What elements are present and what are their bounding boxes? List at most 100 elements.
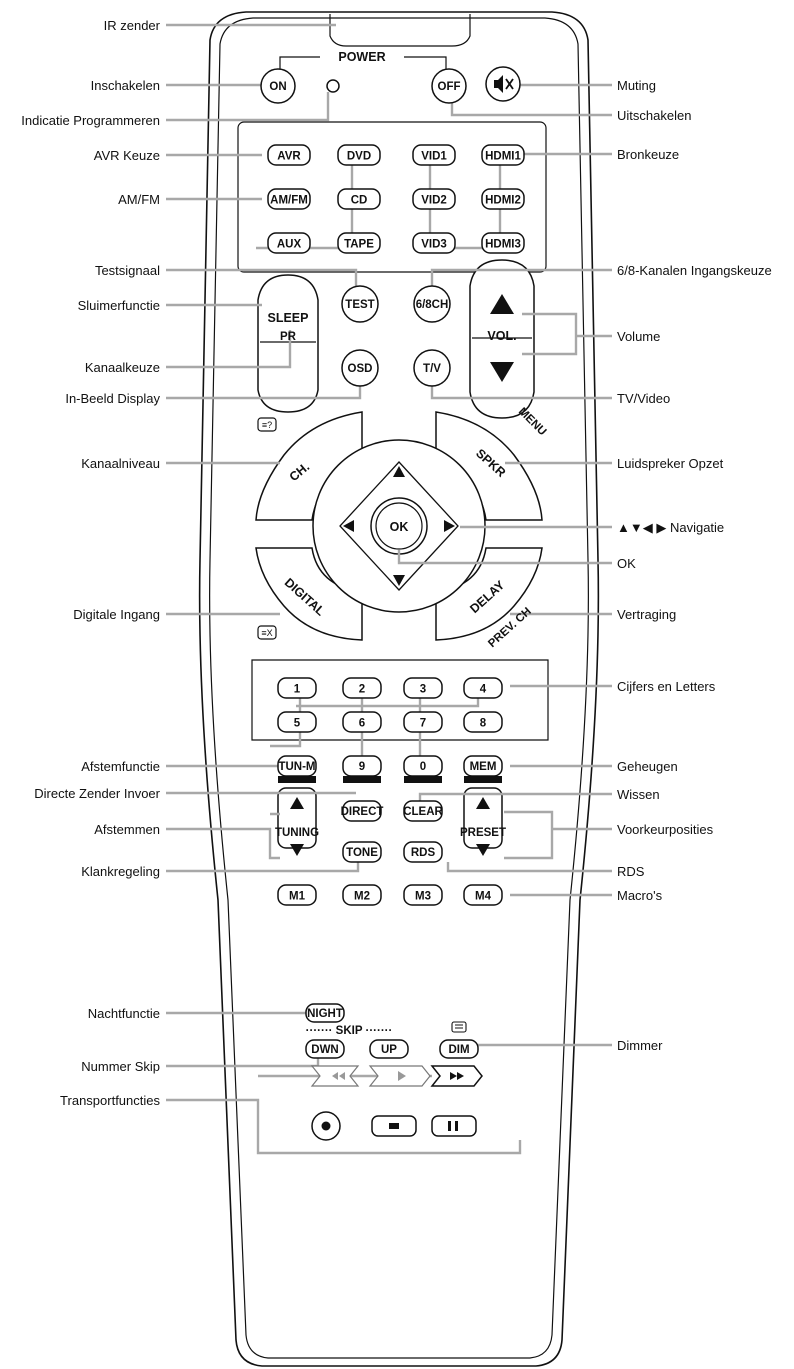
source-hdmi1-label: HDMI1 (485, 151, 521, 163)
up-button[interactable] (369, 1039, 409, 1059)
label-afstemfunctie: Afstemfunctie (81, 759, 160, 774)
source-avr-button[interactable] (267, 144, 311, 166)
test-button[interactable] (341, 285, 379, 323)
source-am-fm-button[interactable] (267, 188, 311, 210)
source-cd-button[interactable] (337, 188, 381, 210)
macro-m1-label: M1 (289, 891, 306, 903)
color-strip (343, 776, 381, 783)
label-nachtfunctie: Nachtfunctie (88, 1006, 160, 1021)
digit-8-button[interactable] (463, 711, 503, 733)
source-hdmi3-button[interactable] (481, 232, 525, 254)
sleep-label: SLEEP (268, 311, 309, 325)
label-kanaalniveau: Kanaalniveau (81, 456, 160, 471)
digit-9-button[interactable] (342, 755, 382, 777)
osd-button[interactable] (341, 349, 379, 387)
digit-1-button[interactable] (277, 677, 317, 699)
off-label: OFF (438, 81, 461, 93)
dim-button[interactable] (439, 1039, 479, 1059)
vol-down-icon[interactable] (490, 362, 514, 382)
tun-m-label: TUN-M (278, 761, 315, 773)
direct-button[interactable] (342, 800, 382, 822)
nav-up-icon[interactable] (393, 466, 405, 477)
night-button[interactable] (305, 1003, 345, 1023)
vol-up-icon[interactable] (490, 294, 514, 314)
macro-m2-button[interactable] (342, 884, 382, 906)
pause-button[interactable] (431, 1115, 477, 1137)
preset-label: PRESET (460, 827, 506, 839)
digit-6-button[interactable] (342, 711, 382, 733)
macro-m4-label: M4 (475, 891, 492, 903)
exit-icon: ≡X (257, 625, 277, 640)
tv-video-button[interactable] (413, 349, 451, 387)
label-indicatie-programmeren: Indicatie Programmeren (21, 113, 160, 128)
tuning-up-icon[interactable] (290, 797, 304, 809)
label-in-beeld-display: In-Beeld Display (65, 391, 160, 406)
digit-5-button[interactable] (277, 711, 317, 733)
nav-down-icon[interactable] (393, 575, 405, 586)
clear-button[interactable] (403, 800, 443, 822)
tuning-label: TUNING (275, 827, 319, 839)
source-vid3-button[interactable] (412, 232, 456, 254)
digit-4-button[interactable] (463, 677, 503, 699)
nav-left-icon[interactable] (343, 520, 354, 532)
macro-m4-button[interactable] (463, 884, 503, 906)
source-aux-button[interactable] (267, 232, 311, 254)
dwn-button[interactable] (305, 1039, 345, 1059)
rds-button[interactable] (403, 841, 443, 863)
digit-3-button[interactable] (403, 677, 443, 699)
digit-4-label: 4 (480, 684, 487, 696)
source-panel (237, 121, 547, 273)
color-strip (278, 776, 316, 783)
source-hdmi1-button[interactable] (481, 144, 525, 166)
tun-m-button[interactable] (277, 755, 317, 777)
source-vid2-button[interactable] (412, 188, 456, 210)
svg-text:≡X: ≡X (261, 628, 272, 638)
label-klankregeling: Klankregeling (81, 864, 160, 879)
source-tape-label: TAPE (344, 239, 374, 251)
digital-key[interactable] (255, 547, 363, 641)
macro-m3-button[interactable] (403, 884, 443, 906)
nav-right-icon[interactable] (444, 520, 455, 532)
record-icon (321, 1121, 331, 1131)
preset-up-icon[interactable] (476, 797, 490, 809)
source-dvd-button[interactable] (337, 144, 381, 166)
source-am-fm-label: AM/FM (270, 195, 308, 207)
preset-down-icon[interactable] (476, 844, 490, 856)
help-icon: ≡? (257, 417, 277, 432)
label-directe-zender-invoer: Directe Zender Invoer (34, 786, 160, 801)
digit-0-label: 0 (420, 761, 426, 773)
pr-rocker (257, 274, 319, 413)
mem-button[interactable] (463, 755, 503, 777)
program-indicator-led (326, 79, 340, 93)
label-dimmer: Dimmer (617, 1038, 663, 1053)
off-button[interactable] (431, 68, 467, 104)
digit-2-button[interactable] (342, 677, 382, 699)
tone-button[interactable] (342, 841, 382, 863)
forward-icon (450, 1072, 464, 1080)
dim-label: DIM (448, 1044, 469, 1056)
source-hdmi2-button[interactable] (481, 188, 525, 210)
on-button[interactable] (260, 68, 296, 104)
source-vid1-button[interactable] (412, 144, 456, 166)
tuning-down-icon[interactable] (290, 844, 304, 856)
source-aux-label: AUX (277, 239, 302, 251)
label-navigatie: ▲▼◀ ▶ Navigatie (617, 520, 724, 535)
6-8ch-button[interactable] (413, 285, 451, 323)
label-ir-zender: IR zender (104, 18, 161, 33)
label-rds: RDS (617, 864, 645, 879)
color-strip (464, 776, 502, 783)
digit-7-button[interactable] (403, 711, 443, 733)
source-cd-label: CD (351, 195, 368, 207)
source-tape-button[interactable] (337, 232, 381, 254)
macro-m1-button[interactable] (277, 884, 317, 906)
label-6-8-kanalen: 6/8-Kanalen Ingangskeuze (617, 263, 772, 278)
digit-1-label: 1 (294, 684, 301, 696)
digit-0-button[interactable] (403, 755, 443, 777)
delay-key[interactable] (435, 547, 543, 641)
label-volume: Volume (617, 329, 660, 344)
digit-6-label: 6 (359, 718, 365, 730)
vol-label: VOL. (487, 329, 516, 343)
